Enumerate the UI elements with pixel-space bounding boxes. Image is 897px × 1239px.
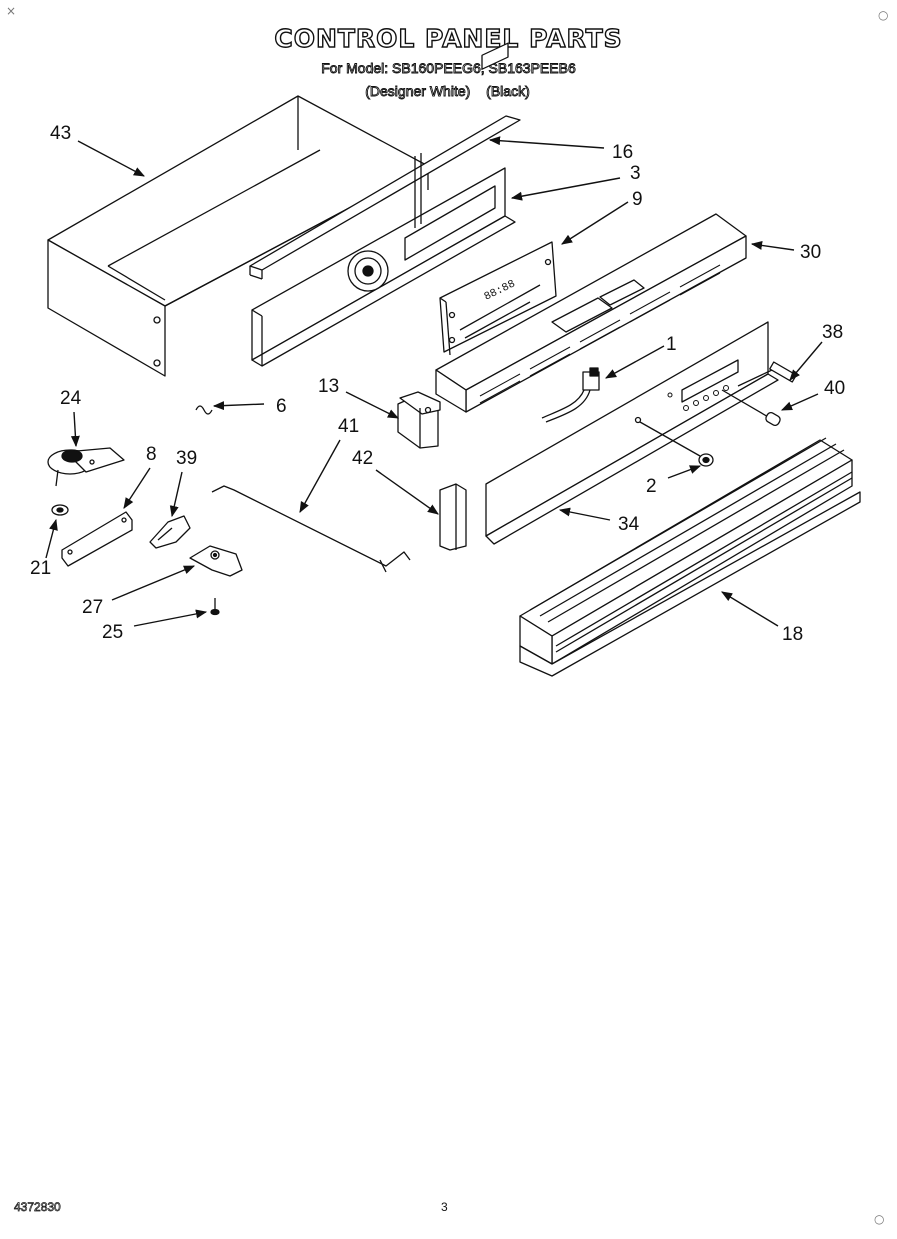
part-30-vented-panel (435, 213, 747, 413)
callout-34: 34 (618, 514, 640, 535)
variant-black: (Black) (486, 83, 530, 100)
callout-40: 40 (824, 378, 845, 399)
callout-30: 30 (800, 242, 821, 263)
callout-21: 21 (30, 558, 51, 579)
callout-1: 1 (666, 334, 677, 355)
part-6-spring (195, 405, 213, 415)
document-code: 4372830 (14, 1200, 61, 1215)
part-40-lamp (721, 389, 781, 427)
callout-2: 2 (646, 476, 657, 497)
part-25-screw (210, 598, 220, 616)
part-42-side-bracket (439, 483, 467, 551)
corner-mark-top-left: × (6, 4, 17, 18)
callout-13: 13 (318, 376, 339, 397)
callout-43: 43 (50, 123, 71, 144)
callout-27: 27 (82, 597, 103, 618)
part-8-latch-arm (61, 511, 133, 567)
corner-mark-top-right: ○ (878, 8, 889, 22)
part-18-base-channel (519, 437, 861, 677)
callout-42: 42 (352, 448, 373, 469)
callout-41: 41 (338, 416, 359, 437)
part-13-bracket (397, 391, 441, 449)
part-9-clock-board (439, 42, 557, 356)
page-title: CONTROL PANEL PARTS (274, 23, 623, 53)
callout-39: 39 (176, 448, 197, 469)
part-41-rod (211, 485, 411, 573)
part-24-motor (47, 447, 125, 487)
callout-3: 3 (630, 163, 641, 184)
page-number: 3 (441, 1200, 448, 1214)
callout-18: 18 (782, 624, 803, 645)
callout-16: 16 (612, 142, 633, 163)
variant-designer-white: (Designer White) (365, 83, 471, 100)
callout-25: 25 (102, 622, 123, 643)
leader-lines (45, 136, 823, 627)
part-39-cam (149, 515, 191, 549)
part-2-knob (639, 421, 714, 467)
callout-6: 6 (276, 396, 287, 417)
callout-38: 38 (822, 322, 843, 343)
callout-24: 24 (60, 388, 82, 409)
part-21-nut (51, 504, 69, 516)
model-line: For Model: SB160PEEG6, SB163PEEB6 (321, 60, 576, 77)
part-34-lower-panel (485, 321, 779, 545)
part-3-front-panel (251, 153, 516, 367)
part-27-latch-plate (189, 545, 243, 577)
callout-9: 9 (632, 189, 643, 210)
variant-line: (Designer White) (Black) (0, 83, 896, 100)
callout-8: 8 (146, 444, 157, 465)
part-1-switch (541, 367, 600, 423)
corner-mark-bottom-right: ○ (874, 1212, 885, 1226)
part-43-housing (47, 95, 429, 377)
